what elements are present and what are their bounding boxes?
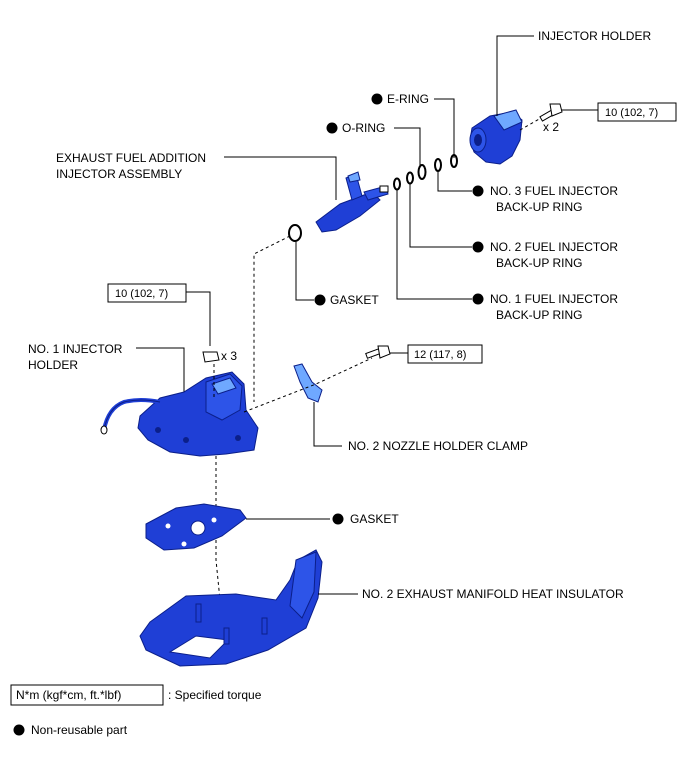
nonreusable-dot-e-ring [371,93,383,105]
torque-box-holder-nut [107,283,187,303]
nonreusable-dot-gasket-upper [314,294,326,306]
label-e-ring: E-RING [387,92,429,106]
leader-o-ring [394,127,421,168]
clamp-bolt [365,345,391,359]
label-nozzle-clamp: NO. 2 NOZZLE HOLDER CLAMP [348,439,528,453]
qty-injector-holder-bolt: x 2 [543,120,559,134]
e-ring-part [450,154,458,168]
leader-torque-holder-nut [186,291,211,346]
lower-gasket-part [145,503,247,551]
torque-box-injector-holder [597,102,677,122]
label-no3-backup-1: NO. 3 FUEL INJECTOR [490,184,618,198]
label-heat-insulator: NO. 2 EXHAUST MANIFOLD HEAT INSULATOR [362,587,624,601]
legend-nonreusable-dot [13,724,25,736]
legend-torque-box [10,684,164,706]
no1-backup-ring-part [393,177,401,191]
leader-injector-holder [496,35,534,116]
no1-injector-holder-part [100,371,259,457]
label-no2-backup-1: NO. 2 FUEL INJECTOR [490,240,618,254]
qty-holder-nut: x 3 [221,349,237,363]
label-no1-backup-2: BACK-UP RING [496,308,582,322]
leader-upper-gasket [295,242,314,301]
nonreusable-dot-gasket-lower [332,513,344,525]
nonreusable-dot-no2 [472,241,484,253]
label-gasket-lower: GASKET [350,512,399,526]
torque-box-clamp [407,344,483,364]
label-no2-backup-2: BACK-UP RING [496,256,582,270]
torque-holder-nut: 10 (102, 7) [115,288,168,300]
injector-holder-bolt [519,103,563,131]
label-gasket-upper: GASKET [330,293,379,307]
label-o-ring: O-RING [342,121,385,135]
label-no3-backup-2: BACK-UP RING [496,200,582,214]
exhaust-fuel-injector-part [315,171,389,233]
no3-backup-ring-part [434,158,442,172]
leader-e-ring [434,98,455,158]
label-no1-holder-2: HOLDER [28,358,78,372]
leader-no1-backup [396,190,472,300]
nonreusable-dot-o-ring [326,122,338,134]
torque-injector-holder: 10 (102, 7) [605,107,658,119]
leader-no1-holder [136,347,185,396]
no2-backup-ring-part [406,171,414,185]
label-no1-holder-1: NO. 1 INJECTOR [28,342,123,356]
label-exhaust-injector-2: INJECTOR ASSEMBLY [56,167,182,181]
leader-no3-backup [437,172,472,192]
o-ring-part [417,164,427,180]
legend-torque-desc: : Specified torque [168,688,262,702]
alignment-clamp [243,357,373,413]
injector-holder-part [469,109,523,165]
legend-torque-units: N*m (kgf*cm, ft.*lbf) [16,688,121,702]
nozzle-holder-clamp-part [293,363,323,403]
nonreusable-dot-no1 [472,293,484,305]
upper-gasket-part [288,224,302,242]
alignment-injector-holder [253,235,291,402]
leader-nozzle-clamp [313,402,342,447]
heat-insulator-part [139,549,323,667]
torque-clamp: 12 (117, 8) [414,349,466,361]
label-injector-holder: INJECTOR HOLDER [538,29,651,43]
leader-no2-backup [409,184,472,248]
legend-nonreusable: Non-reusable part [31,723,128,737]
leader-exhaust-injector [224,156,337,200]
nonreusable-dot-no3 [472,185,484,197]
holder-nut [202,351,220,363]
label-exhaust-injector-1: EXHAUST FUEL ADDITION [56,151,206,165]
label-no1-backup-1: NO. 1 FUEL INJECTOR [490,292,618,306]
